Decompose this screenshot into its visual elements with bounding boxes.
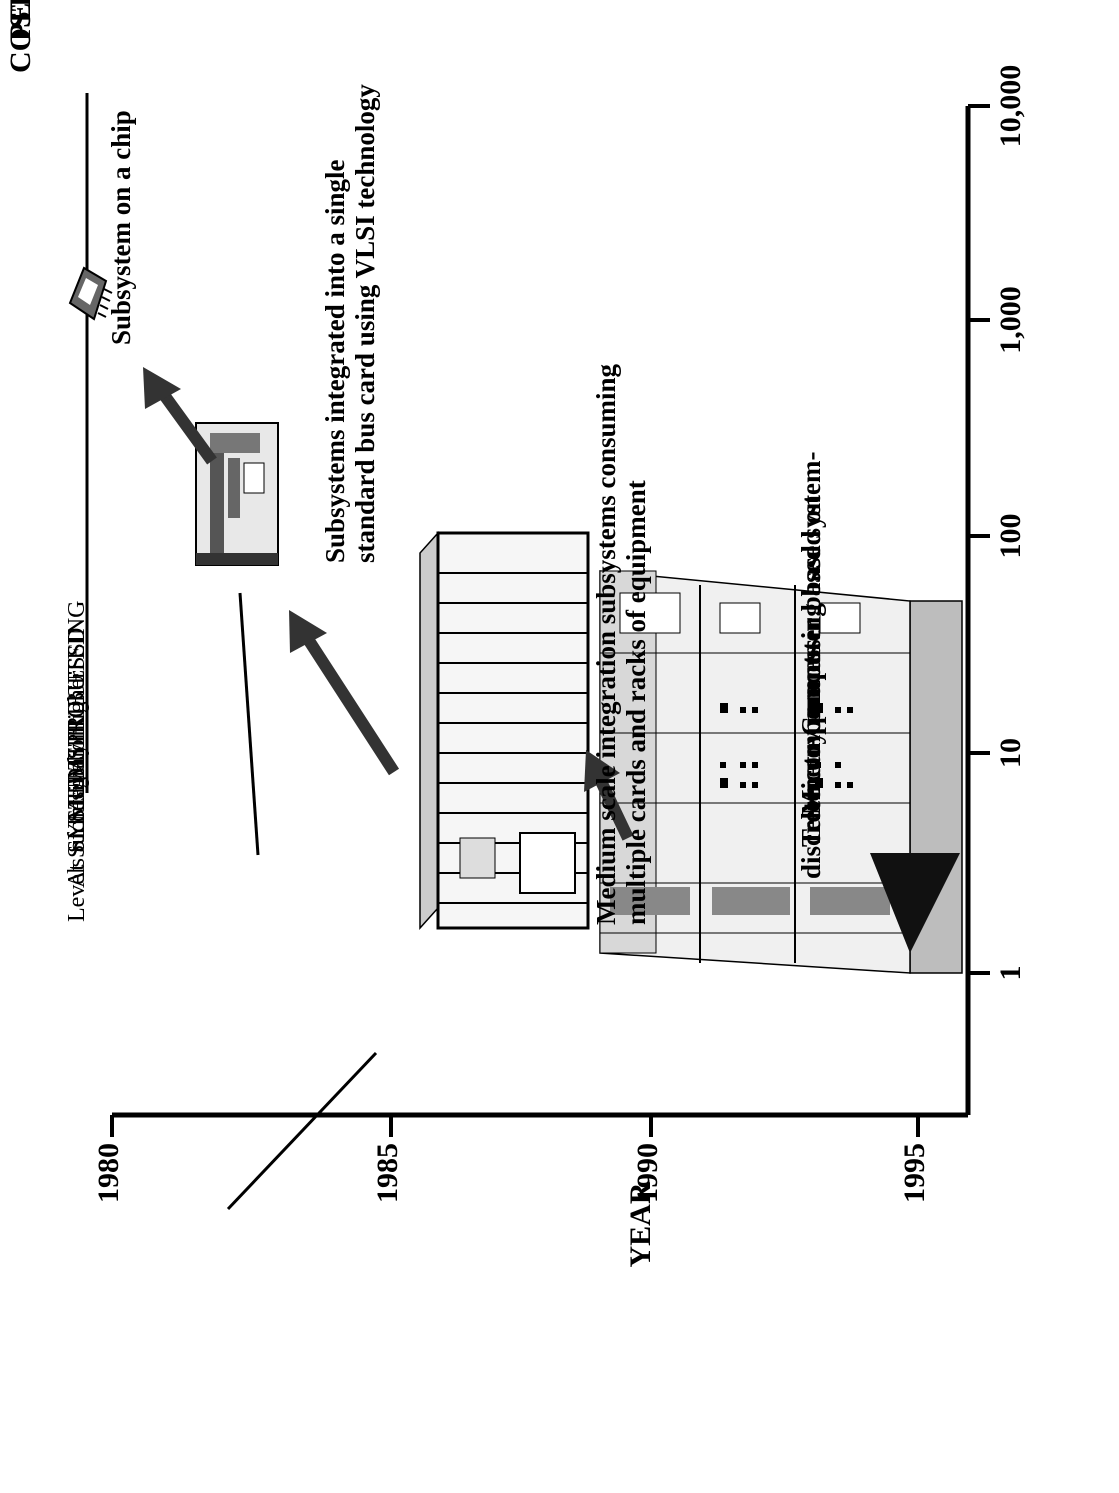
- x-tick-label-1980: 1980: [92, 1143, 125, 1203]
- x-axis-title: YEAR: [624, 1182, 657, 1267]
- arrow-cage-to-card: [289, 610, 394, 772]
- y-tick-label-1000: 1,000: [994, 286, 1027, 354]
- y-tick-label-10: 10: [994, 738, 1027, 768]
- y-tick-label-10000: 10,000: [994, 65, 1027, 148]
- y-tick-label-100: 100: [994, 514, 1027, 559]
- stage-3-line1: Subsystems integrated into a single: [320, 159, 350, 563]
- x-tick-label-1995: 1995: [898, 1143, 931, 1203]
- trend-line-to-cage: [228, 1053, 376, 1209]
- stage-2-line2: multiple cards and racks of equipment: [621, 480, 651, 925]
- trend-line-to-card: [240, 593, 258, 855]
- card-cage-icon: [420, 533, 588, 928]
- y-axis-title-line2: COST: [4, 0, 37, 73]
- stage-4-line1: Subsystem on a chip: [106, 110, 136, 345]
- stage-2-line1: Medium scale integration subsystems cons…: [591, 363, 621, 925]
- stage-1-line3: discrete components: [796, 645, 826, 879]
- circuit-card-icon: [196, 423, 278, 565]
- x-tick-label-1985: 1985: [371, 1143, 404, 1203]
- y-tick-label-1: 1: [994, 966, 1027, 981]
- arrow-card-to-chip: [143, 367, 212, 461]
- stage-3-line2: standard bus card using VLSI technology: [350, 84, 380, 563]
